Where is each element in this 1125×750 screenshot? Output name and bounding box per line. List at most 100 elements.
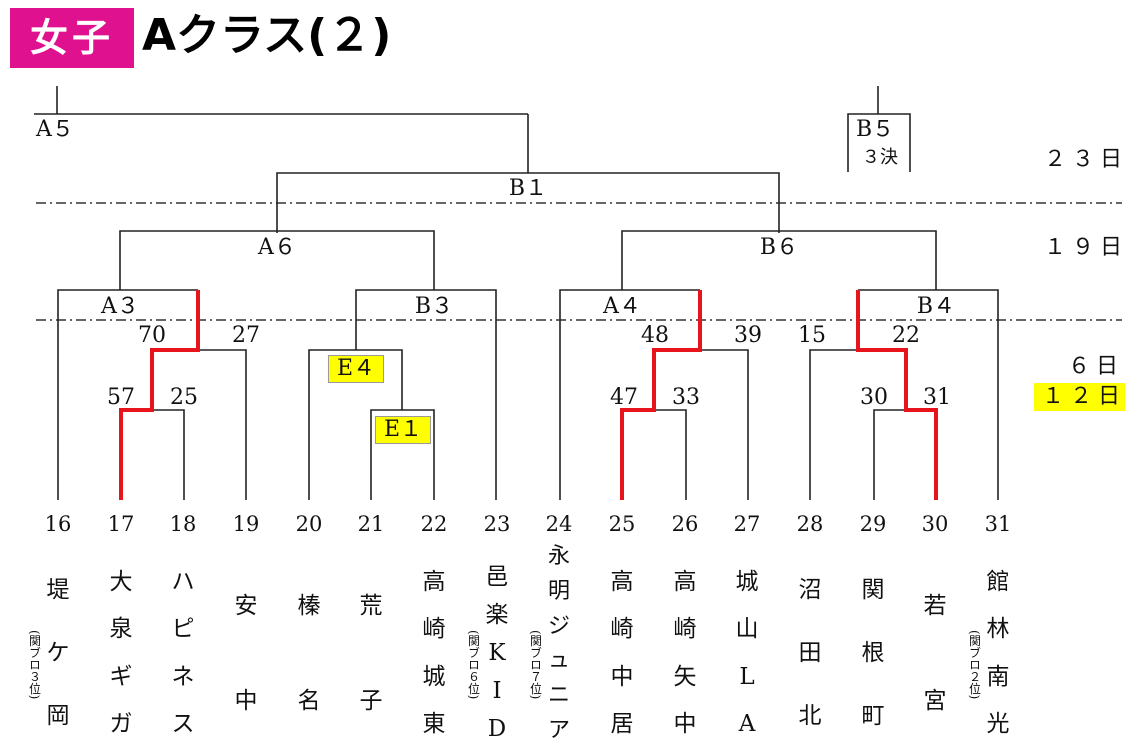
qualifier-note: (関ブロ６位)	[466, 630, 481, 700]
team-name-char: 中	[610, 663, 634, 690]
seed-number: 24	[545, 512, 573, 536]
team-name-char: D	[487, 716, 507, 742]
winner-path-25	[620, 290, 702, 500]
seed-number: 29	[859, 512, 887, 536]
match-label-e4: E４	[327, 355, 385, 383]
seed-number: 26	[671, 512, 699, 536]
team-name-char: 高	[673, 568, 697, 595]
team-name-char: 若	[923, 592, 947, 619]
team-name-char: 城	[735, 568, 759, 595]
team-name: ハピネス	[168, 558, 198, 748]
match-score: 33	[672, 385, 700, 410]
team-name-char: 田	[798, 639, 822, 666]
team-name-char: ネ	[171, 663, 195, 690]
day-label-19: １９日	[1044, 235, 1125, 260]
team-name-char: 城	[422, 663, 446, 690]
team-name-char: ジ	[547, 613, 570, 639]
match-score: 70	[138, 323, 166, 348]
team-name-char: 明	[547, 578, 570, 604]
seed-number: 30	[921, 512, 949, 536]
team-name: 堤ケ岡	[43, 558, 73, 748]
match-score: 31	[923, 385, 951, 410]
team-name-char: 林	[986, 616, 1010, 643]
team-name-char: 子	[359, 687, 383, 714]
team-name: 大泉ギガ	[106, 558, 136, 748]
match-score: 15	[798, 323, 826, 348]
team-name-char: ハ	[171, 568, 195, 595]
team-name-char: 楽	[485, 602, 509, 628]
team-name-char: 根	[861, 639, 885, 666]
team-name-char: 関	[861, 576, 885, 603]
match-label-a6: A６	[258, 235, 296, 260]
category-badge: 女子	[10, 8, 134, 68]
team-name-char: 岡	[46, 703, 70, 730]
seed-number: 17	[107, 512, 135, 536]
qualifier-note: (関ブロ７位)	[528, 630, 543, 700]
team-name-char: ケ	[46, 639, 70, 666]
team-name-char: ュ	[547, 648, 570, 674]
team-name-char: 荒	[359, 592, 383, 619]
qualifier-note: (関ブロ２位)	[967, 630, 982, 700]
team-name-char: 居	[610, 711, 634, 738]
team-name-char: I	[492, 678, 502, 704]
team-name-char: 南	[986, 663, 1010, 690]
team-name-char: 北	[798, 703, 822, 730]
team-name-char: 名	[297, 687, 321, 714]
team-name-char: 大	[109, 568, 133, 595]
seed-number: 25	[608, 512, 636, 536]
match-score: 30	[860, 385, 888, 410]
team-name-char: ス	[171, 711, 195, 738]
match-score: 27	[232, 323, 260, 348]
page-title: Aクラス(２)	[142, 10, 392, 61]
team-name-char: 沼	[798, 576, 822, 603]
team-name-char: 館	[986, 568, 1010, 595]
winner-path-17	[119, 290, 200, 500]
match-label-b4: B４	[916, 294, 956, 319]
team-name-char: 中	[673, 711, 697, 738]
winner-path-30	[856, 290, 938, 500]
match-score: 57	[107, 385, 135, 410]
qualifier-note: (関ブロ３位)	[27, 630, 42, 700]
seed-number: 31	[984, 512, 1012, 536]
team-name: 榛名	[294, 558, 324, 748]
match-score: 48	[641, 323, 669, 348]
day-label-23: ２３日	[1044, 147, 1125, 172]
team-name: 荒子	[356, 558, 386, 748]
day-label-6: ６日	[1068, 354, 1125, 379]
team-name: 若宮	[920, 558, 950, 748]
match-score: 47	[610, 385, 638, 410]
match-label-a3: A３	[101, 294, 139, 319]
match-score: 39	[734, 323, 762, 348]
team-name-char: 光	[986, 711, 1010, 738]
team-name-char: 安	[234, 592, 258, 619]
team-name-char: 榛	[297, 592, 321, 619]
team-name-char: 高	[422, 568, 446, 595]
match-label-b5: B５	[856, 117, 895, 142]
seed-number: 28	[796, 512, 824, 536]
team-name: 安中	[231, 558, 261, 748]
team-name-char: 山	[735, 616, 759, 643]
match-score: 22	[892, 323, 920, 348]
team-name-char: A	[738, 711, 756, 738]
team-name-char: 高	[610, 568, 634, 595]
match-label-b6: B６	[759, 235, 799, 260]
team-name-char: 崎	[610, 616, 634, 643]
team-name-char: 永	[547, 544, 570, 570]
seed-number: 27	[733, 512, 761, 536]
seed-number: 19	[232, 512, 260, 536]
team-name-char: ニ	[547, 682, 570, 708]
team-name-char: K	[488, 640, 506, 666]
team-name: 高崎城東	[419, 558, 449, 748]
team-name-char: ア	[547, 717, 570, 743]
team-name-char: ギ	[109, 663, 133, 690]
day-label-12: １２日	[1034, 383, 1125, 411]
match-label-a5: A５	[36, 117, 74, 142]
seed-number: 20	[295, 512, 323, 536]
team-name-char: 中	[234, 687, 258, 714]
team-name-char: 東	[422, 711, 446, 738]
seed-number: 23	[483, 512, 511, 536]
seed-number: 22	[420, 512, 448, 536]
team-name-char: 崎	[422, 616, 446, 643]
